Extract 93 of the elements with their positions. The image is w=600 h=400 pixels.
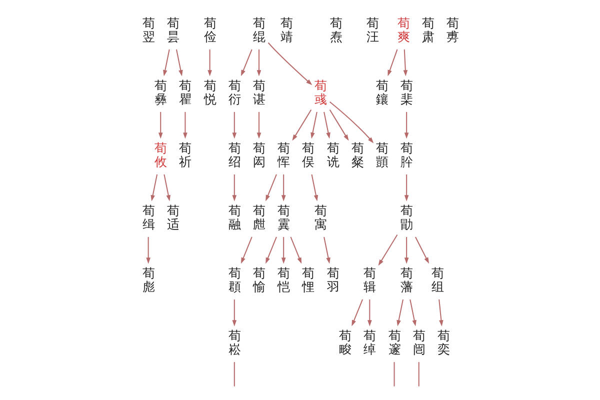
node-text: 荀辑 (363, 266, 376, 294)
node-text: 荀藩 (400, 266, 412, 294)
arrow (438, 299, 443, 326)
arrow (280, 174, 286, 202)
arrow (232, 174, 236, 202)
node-text: 荀衍 (228, 78, 240, 106)
arrow (240, 49, 252, 76)
node-text: 荀顗 (375, 141, 388, 169)
arrow (232, 299, 236, 326)
node-text: 荀攸 (154, 141, 166, 169)
node-text: 荀组 (430, 266, 443, 294)
node-text: 荀融 (228, 204, 240, 232)
arrow (292, 109, 312, 141)
node-text: 荀汪 (366, 16, 378, 44)
arrow (310, 174, 318, 202)
node-text: 荀爽 (396, 16, 409, 44)
arrow (378, 234, 398, 266)
node-text: 荀俣 (302, 141, 314, 169)
node-text: 荀勖 (400, 204, 412, 232)
node-text: 荀肃 (422, 16, 434, 44)
arrow (328, 109, 348, 141)
arrow (232, 112, 236, 139)
node-text: 荀闿 (412, 328, 424, 356)
node-text: 荀甝 (252, 204, 264, 232)
node-text: 荀适 (166, 204, 178, 232)
node-text: 荀恽 (277, 141, 290, 169)
node-text: 荀焘 (329, 16, 342, 44)
node-text: 荀彝 (154, 78, 166, 106)
arrow (240, 236, 252, 264)
arrow (329, 102, 374, 144)
node-text: 荀悝 (302, 266, 314, 294)
arrow (351, 299, 363, 326)
node-text: 荀奕 (436, 328, 449, 356)
connector (418, 362, 419, 386)
arrow (404, 112, 408, 139)
node-text: 荀旉 (446, 16, 458, 44)
node-text: 荀頵 (228, 266, 240, 294)
node-text: 荀昙 (166, 16, 178, 44)
arrow (265, 174, 276, 202)
node-text: 荀谌 (252, 78, 264, 106)
node-text: 荀绲 (252, 16, 264, 44)
node-text: 荀愉 (252, 266, 264, 294)
arrow (280, 236, 286, 264)
arrow (158, 112, 162, 139)
arrow (310, 112, 317, 139)
node-text: 荀棐 (400, 78, 412, 106)
node-text: 荀霬 (277, 204, 290, 232)
arrow (414, 236, 429, 264)
arrow (146, 236, 150, 264)
node-text: 荀邃 (388, 328, 400, 356)
node-text: 荀彪 (142, 266, 154, 294)
arrow (290, 236, 302, 264)
node-text: 荀崧 (228, 328, 240, 356)
arrow (175, 49, 182, 76)
node-text: 荀鑲 (375, 78, 388, 106)
node-text: 荀粲 (350, 141, 363, 169)
arrow (182, 112, 187, 139)
node-text: 荀恺 (277, 266, 290, 294)
node-text: 荀翌 (142, 16, 154, 44)
node-text: 荀肸 (400, 141, 412, 169)
node-text: 荀悦 (203, 78, 216, 106)
arrow (207, 49, 212, 76)
node-text: 荀闳 (252, 141, 264, 169)
arrow (256, 112, 261, 139)
node-text: 荀畯 (338, 328, 351, 356)
arrow (367, 299, 372, 326)
arrow (323, 112, 330, 139)
arrow (404, 236, 408, 264)
arrow (404, 174, 408, 202)
node-text: 荀靖 (280, 16, 292, 44)
node-text: 荀诜 (326, 141, 338, 169)
arrow (387, 49, 398, 76)
arrow (409, 299, 416, 326)
node-text: 荀彧 (314, 78, 326, 106)
arrow (256, 49, 261, 76)
arrow (396, 299, 404, 326)
node-text: 荀俭 (203, 16, 216, 44)
arrow (267, 42, 312, 86)
arrow (162, 49, 170, 76)
connector (393, 362, 394, 386)
arrow (163, 174, 170, 202)
arrow (150, 174, 158, 202)
node-text: 荀绍 (228, 141, 240, 169)
arrow (402, 49, 408, 76)
arrow (265, 236, 276, 264)
node-text: 荀绰 (363, 328, 376, 356)
node-text: 荀祈 (178, 141, 191, 169)
node-text: 荀缉 (142, 204, 154, 232)
connector (233, 362, 234, 386)
node-text: 荀瞿 (178, 78, 191, 106)
arrow (323, 236, 330, 264)
node-text: 荀羽 (326, 266, 338, 294)
node-text: 荀寓 (314, 204, 326, 232)
